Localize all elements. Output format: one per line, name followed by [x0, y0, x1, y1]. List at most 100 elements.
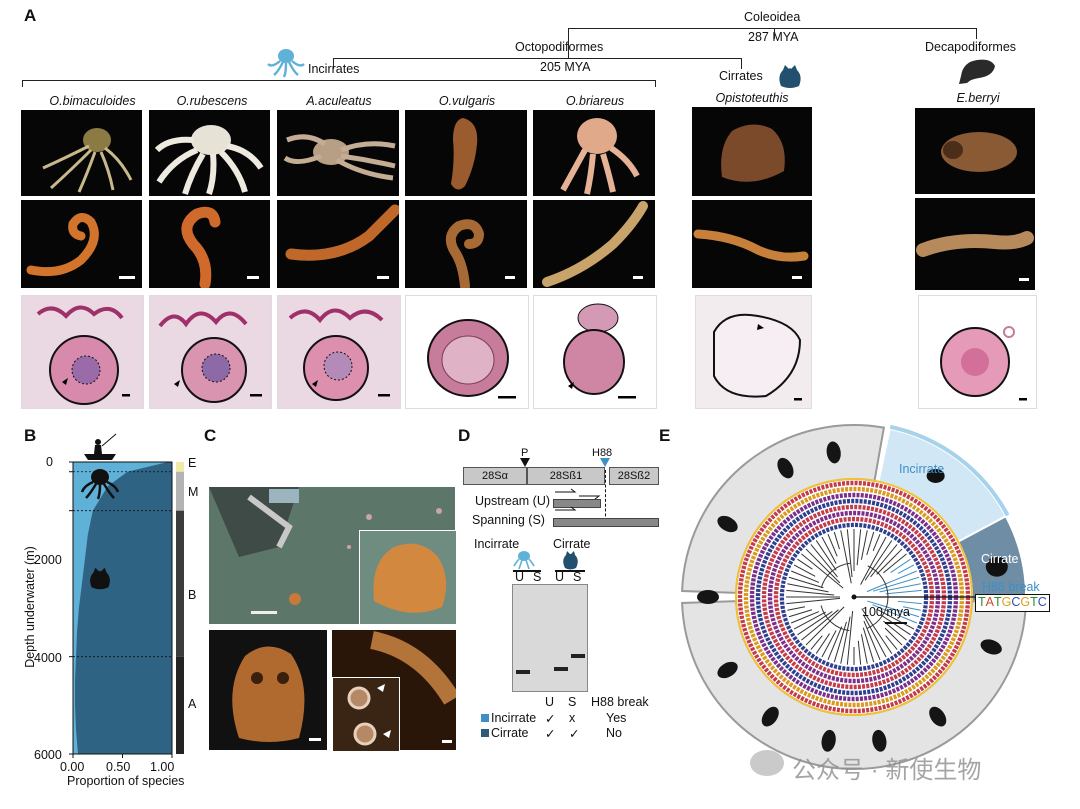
- tree-branch-47: [857, 640, 862, 665]
- tree-branch-54: [815, 633, 830, 654]
- depth-chart: [69, 461, 184, 758]
- upstream-amplicon: [553, 499, 601, 508]
- spanning-label: Spanning (S): [472, 513, 545, 527]
- arm-photo-5: [533, 200, 655, 288]
- tree-branch-49: [846, 610, 854, 665]
- row-cirrate-s: ✓: [569, 727, 580, 741]
- tree-branch-3: [788, 576, 824, 589]
- panel-label-a: A: [24, 6, 37, 25]
- tree-branch-51: [833, 621, 847, 663]
- squid5-silhouette-icon: [929, 706, 947, 727]
- tree-branch-33: [897, 600, 922, 605]
- tree-branch-17: [856, 529, 862, 566]
- lane-label-1: U: [515, 570, 525, 584]
- seq-base-3: T: [993, 595, 1002, 609]
- clade-coleoidea: Coleoidea: [744, 10, 801, 24]
- tree-branch-43: [862, 614, 887, 658]
- tree-branch-25: [883, 553, 907, 574]
- decapod-cuttlefish-icon: [959, 59, 995, 84]
- row-cirrate-u: ✓: [545, 727, 556, 741]
- incirrates-branch: [22, 80, 656, 87]
- zone-e: E: [188, 456, 197, 470]
- tree-branch-45: [862, 627, 875, 663]
- zone-m: M: [188, 485, 199, 499]
- tree-branch-6: [797, 558, 813, 570]
- watermark-text: 公众号 · 新使生物: [792, 757, 982, 784]
- tree-branch-4: [790, 570, 820, 583]
- photo-a-aculeatus: [277, 110, 399, 196]
- tree-branch-52: [827, 626, 843, 661]
- tree-branch-57: [801, 609, 839, 641]
- squid4-silhouette-icon: [872, 729, 887, 752]
- panel-label-c: C: [204, 426, 217, 445]
- photo-o-rubescens: [149, 110, 270, 196]
- seq-base-4: G: [1001, 595, 1012, 609]
- tree-branch-58: [797, 611, 833, 636]
- cirrate-sector-label: Cirrate: [981, 552, 1019, 566]
- zone-a: A: [188, 697, 197, 711]
- tree-branch-11: [821, 536, 837, 564]
- cuttlefish-silhouette-icon: [717, 515, 738, 533]
- species-label-1: O.bimaculoides: [49, 94, 136, 108]
- row-cirrate-name: Cirrate: [491, 726, 529, 740]
- lane-label-3: U: [555, 570, 565, 584]
- incirrate-depth-octopus-icon: [80, 469, 120, 500]
- tree-branch-2: [787, 583, 829, 593]
- panel-label-e: E: [659, 426, 671, 445]
- tree-branch-29: [872, 576, 920, 592]
- photo-o-vulgaris: [405, 110, 527, 196]
- clade-decapodiformes: Decapodiformes: [925, 40, 1017, 54]
- table-header-u: U: [545, 695, 555, 709]
- species-label-5: O.briareus: [565, 94, 625, 108]
- cirrate-dumbo-icon: [779, 65, 801, 88]
- tree-branch-8: [805, 548, 841, 584]
- arm-photo-2: [149, 200, 270, 288]
- squid6-silhouette-icon: [980, 639, 1002, 655]
- coleoidea-branch: [568, 28, 977, 39]
- spanning-amplicon: [553, 518, 659, 527]
- photo-o-bimaculoides: [21, 110, 142, 196]
- cirrate-depth-icon: [90, 567, 110, 590]
- octopodiformes-branch: [333, 58, 742, 69]
- seq-base-8: C: [1037, 595, 1047, 609]
- histology-3: [277, 295, 401, 409]
- tree-branch-46: [860, 634, 868, 664]
- arm-photo-7: [915, 198, 1035, 290]
- incirrate-sector-label: Incirrate: [899, 462, 945, 476]
- tree-branch-35: [867, 600, 920, 618]
- row-incirrate-u: ✓: [545, 712, 556, 726]
- table-header-s: S: [568, 695, 577, 709]
- tree-branch-23: [870, 544, 898, 578]
- tree-branch-19: [866, 531, 875, 556]
- row-incirrate-break: Yes: [606, 711, 627, 725]
- photo-e-berryi: [915, 108, 1035, 194]
- tree-branch-20: [872, 533, 881, 551]
- zone-bar-m: [176, 471, 184, 511]
- group-incirrate: Incirrate: [474, 537, 520, 551]
- clade-octopodiformes: Octopodiformes: [515, 40, 604, 54]
- seq-base-5: C: [1011, 595, 1021, 609]
- tree-branch-50: [840, 616, 851, 664]
- cirrate-specimen-photo: [209, 630, 327, 750]
- y-tick-4000: 4000: [34, 651, 62, 665]
- tree-branch-44: [863, 620, 881, 661]
- row-cirrate-break: No: [606, 726, 622, 740]
- photo-o-briareus: [533, 110, 655, 196]
- coleoidea-age: 287 MYA: [748, 30, 799, 44]
- gel-band-cirrate-s: [571, 654, 585, 658]
- tree-branch-13: [833, 531, 840, 550]
- scale-bar-label: 100 mya: [862, 605, 910, 619]
- incirrate-swatch: [481, 714, 489, 722]
- arm-photo-3: [277, 200, 399, 288]
- octopodiformes-stem: [568, 38, 569, 58]
- tree-branch-34: [902, 606, 921, 611]
- species-label-3: A.aculeatus: [306, 94, 372, 108]
- bobtail-silhouette-icon: [697, 590, 719, 604]
- tree-branch-27: [897, 564, 915, 574]
- tree-branch-31: [885, 589, 922, 595]
- species-label-2: O.rubescens: [176, 94, 248, 108]
- histology-6: [695, 295, 812, 409]
- segment-28s-beta2: 28Sß2: [609, 467, 659, 485]
- sequence-box: T A T G C G T C: [975, 594, 1050, 612]
- circular-phylogeny: [681, 424, 1027, 770]
